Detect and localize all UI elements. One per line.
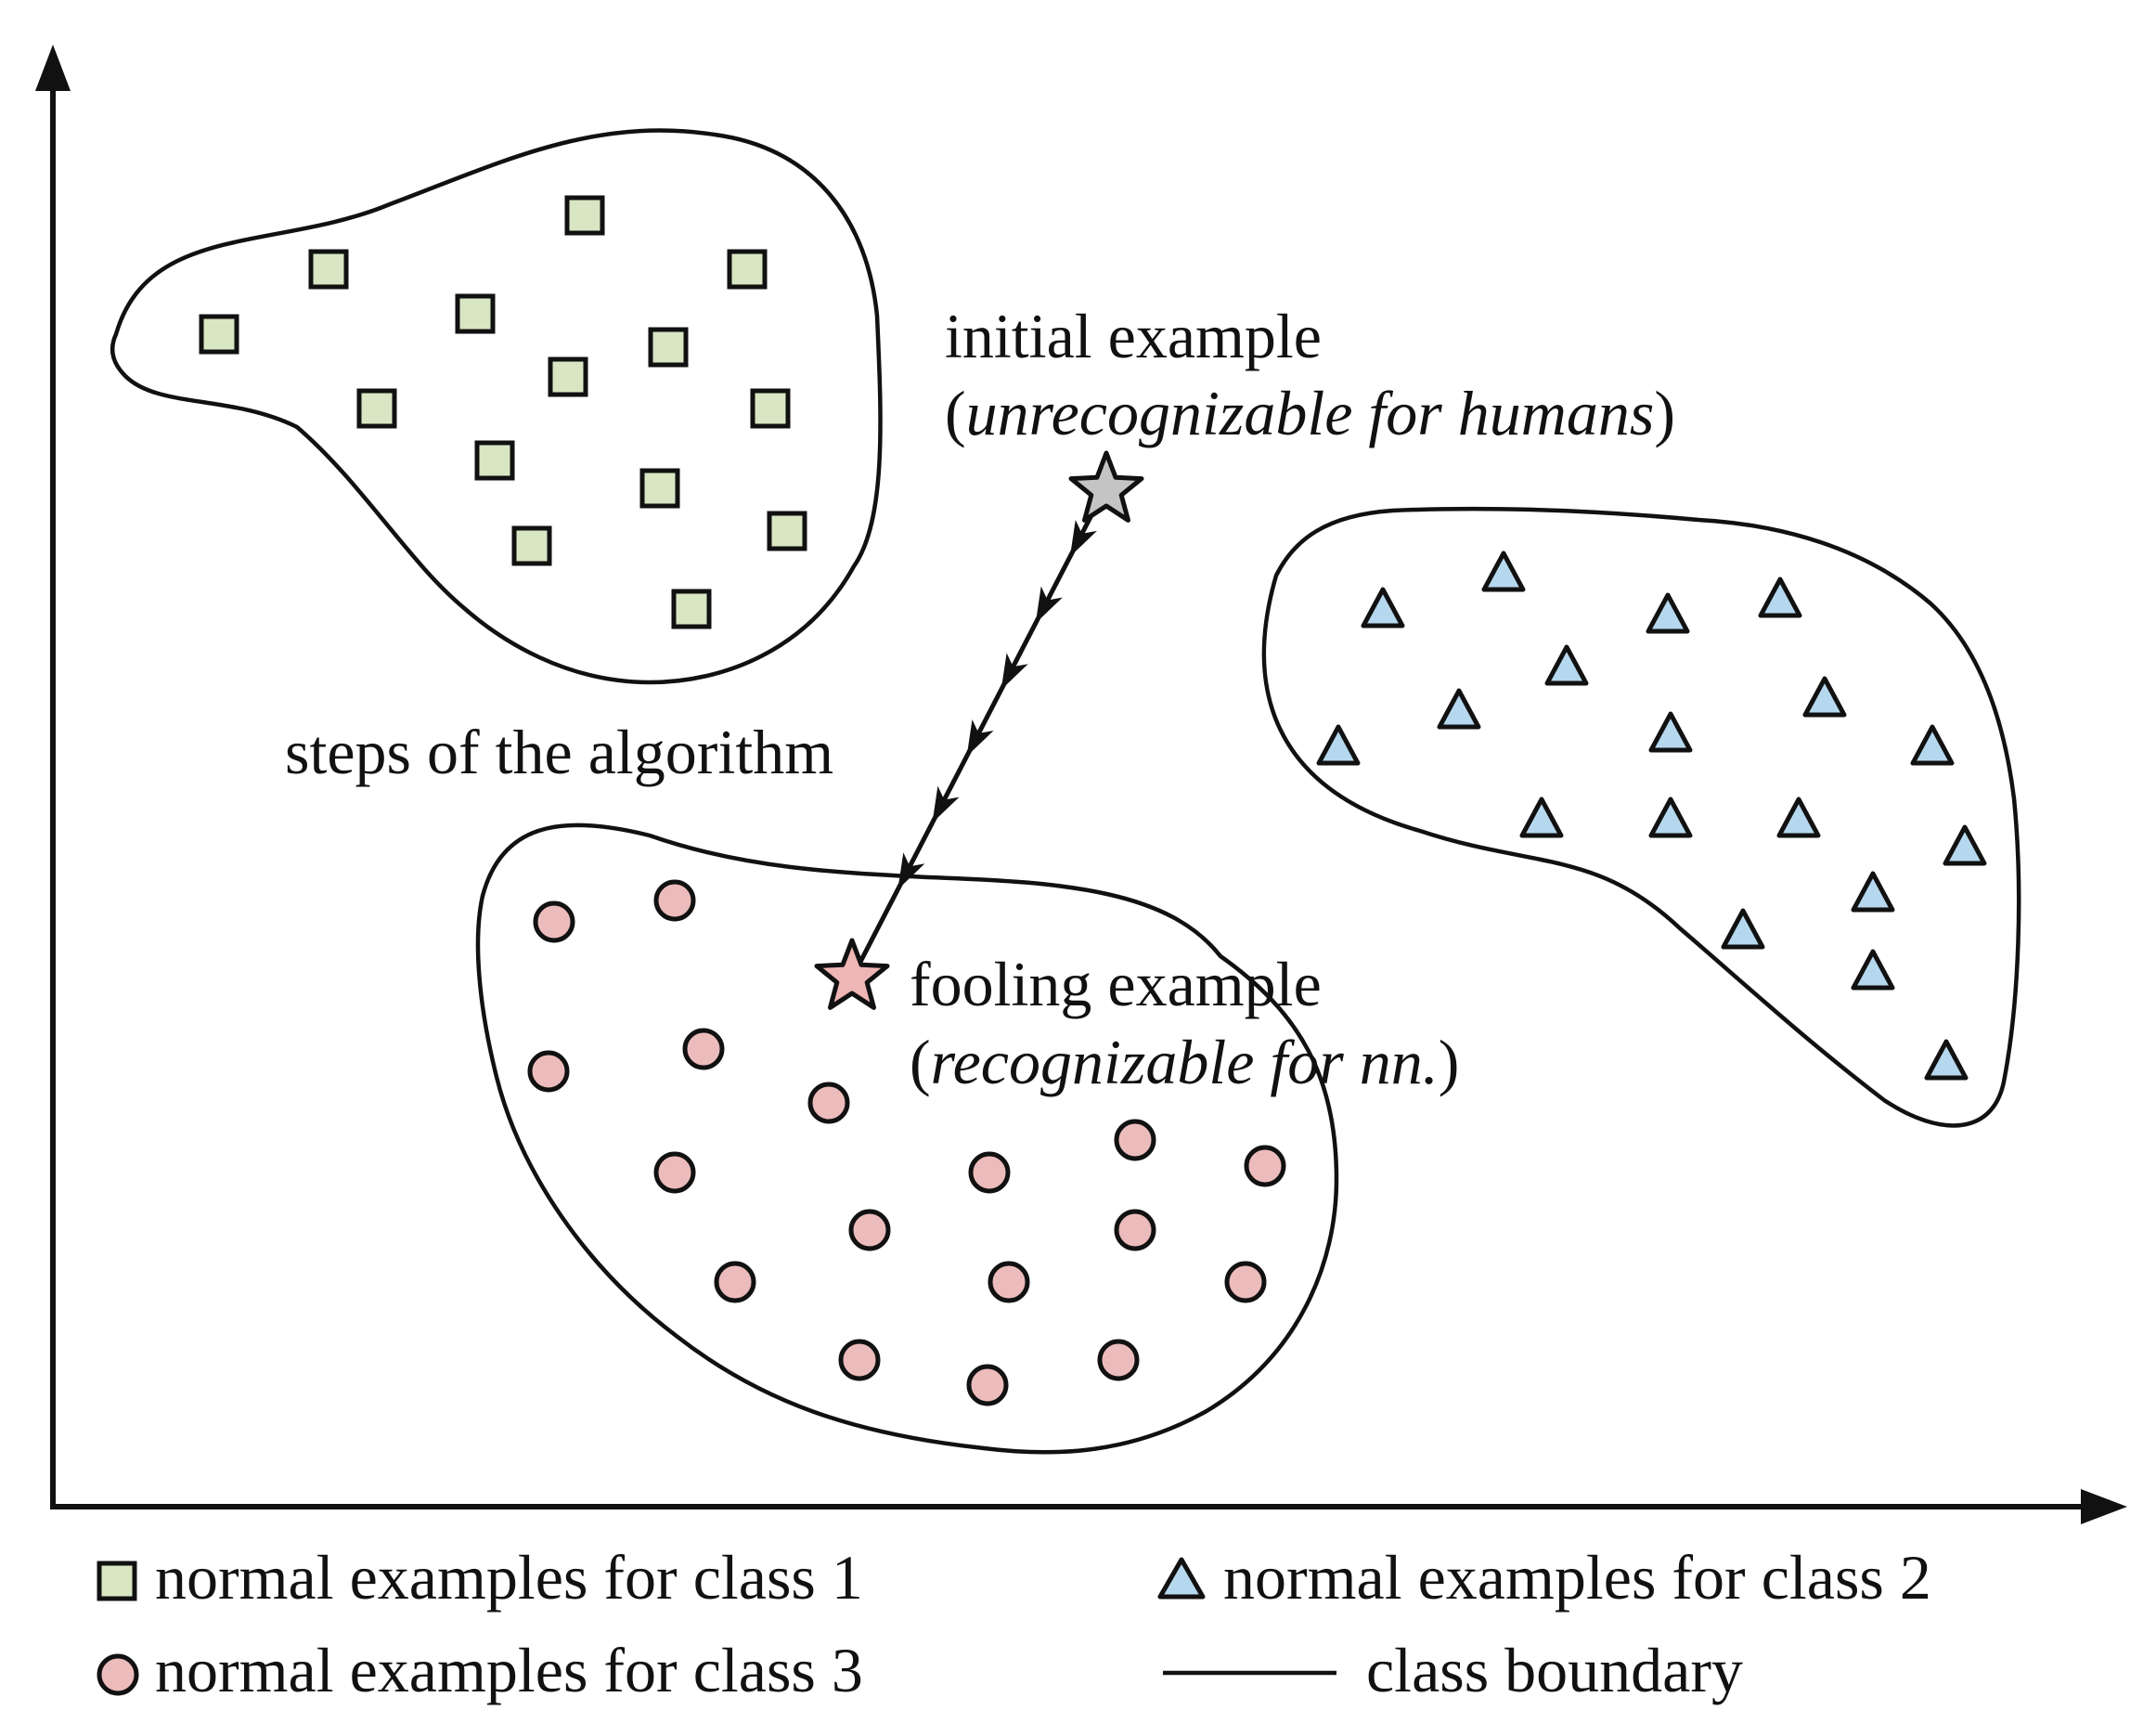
class-3-circle <box>527 1050 570 1093</box>
step-arrow-icon <box>1001 653 1028 691</box>
class-2-triangle <box>1648 711 1693 753</box>
class-2-points <box>1316 551 1987 1081</box>
class-2-triangle <box>1519 797 1564 838</box>
initial-example-sublabel: (unrecognizable for humans) <box>945 378 1675 448</box>
initial-italic: unrecognizable for humans <box>966 378 1655 448</box>
class-1-square <box>474 440 515 481</box>
legend-circle-icon <box>97 1653 139 1696</box>
class-3-circle <box>838 1339 881 1381</box>
class-2-triangle <box>1910 724 1955 766</box>
class-1-square <box>750 388 791 429</box>
step-arrow-icon <box>1035 586 1063 624</box>
class-1-square <box>767 511 807 551</box>
initial-example-label: initial example <box>945 301 1322 371</box>
class-1-square <box>308 249 349 290</box>
class-boundaries <box>110 128 2021 1455</box>
legend-class-1-label: normal examples for class 1 <box>155 1542 863 1613</box>
class-2-triangle <box>1361 587 1405 628</box>
algorithm-path <box>856 488 1107 967</box>
steps-label: steps of the algorithm <box>285 717 833 787</box>
class-2-triangle <box>1851 871 1895 913</box>
class-2-triangle <box>1648 797 1693 838</box>
class-2-triangle <box>1943 824 1987 866</box>
initial-example-star-icon <box>1068 450 1144 523</box>
legend-class-2-label: normal examples for class 2 <box>1223 1542 1931 1613</box>
class-1-square <box>548 356 588 397</box>
x-axis-arrowhead <box>2081 1489 2127 1524</box>
class-3-circle <box>653 879 696 922</box>
fooling-italic: recognizable for nn. <box>931 1027 1439 1097</box>
class-2-boundary <box>1261 506 2021 1128</box>
initial-paren-open: ( <box>945 378 966 448</box>
class-1-boundary <box>110 128 883 685</box>
class-3-circle <box>682 1028 725 1070</box>
class-3-circle <box>807 1082 850 1124</box>
class-3-circle <box>714 1261 756 1303</box>
class-1-square <box>356 388 397 429</box>
fooling-example-label: fooling example <box>910 949 1322 1019</box>
class-2-triangle <box>1721 908 1765 950</box>
class-1-square <box>639 468 680 509</box>
class-1-square <box>511 525 552 566</box>
class-3-boundary <box>475 823 1339 1455</box>
path-line <box>856 488 1107 967</box>
class-3-circle <box>968 1151 1011 1194</box>
class-3-circle <box>966 1364 1009 1406</box>
class-2-triangle <box>1802 676 1847 718</box>
class-1-square <box>564 195 605 236</box>
class-2-triangle <box>1758 577 1802 618</box>
step-arrow-icon <box>932 785 960 823</box>
class-1-square <box>671 589 712 629</box>
class-2-triangle <box>1481 551 1526 592</box>
legend-class-3-label: normal examples for class 3 <box>155 1635 863 1705</box>
fooling-paren-open: ( <box>910 1027 931 1097</box>
legend-triangle-icon <box>1157 1557 1206 1600</box>
fooling-paren-close: ) <box>1439 1027 1460 1097</box>
class-1-square <box>455 293 496 334</box>
fooling-example-star-icon <box>814 938 890 1010</box>
class-2-triangle <box>1924 1039 1969 1081</box>
class-1-square <box>648 327 689 368</box>
step-chevrons <box>897 519 1097 890</box>
class-3-circle <box>988 1261 1030 1303</box>
step-arrow-icon <box>897 852 925 890</box>
legend: normal examples for class 1 normal examp… <box>97 1542 1931 1705</box>
legend-square-icon <box>97 1561 137 1601</box>
step-arrow-icon <box>1069 519 1097 557</box>
class-2-triangle <box>1544 644 1589 686</box>
class-3-circle <box>1114 1119 1156 1161</box>
class-2-triangle <box>1851 949 1895 991</box>
class-3-circle <box>1244 1145 1286 1187</box>
class-1-square <box>199 314 239 355</box>
step-arrow-icon <box>966 719 994 757</box>
class-3-circle <box>848 1209 891 1251</box>
class-3-circle <box>1114 1209 1156 1251</box>
class-2-triangle <box>1776 797 1821 838</box>
class-3-circle <box>1097 1339 1140 1381</box>
initial-paren-close: ) <box>1654 378 1675 448</box>
axes <box>35 45 2127 1524</box>
legend-boundary-label: class boundary <box>1366 1635 1743 1705</box>
fooling-example-sublabel: (recognizable for nn.) <box>910 1027 1459 1097</box>
class-3-circle <box>653 1151 696 1194</box>
class-1-points <box>199 195 807 629</box>
class-2-triangle <box>1316 724 1361 766</box>
y-axis-arrowhead <box>35 45 71 91</box>
class-2-triangle <box>1437 688 1481 730</box>
class-3-circle <box>533 900 575 943</box>
class-3-points <box>527 879 1286 1406</box>
class-2-triangle <box>1646 592 1690 634</box>
class-1-square <box>727 249 768 290</box>
class-3-circle <box>1224 1261 1267 1303</box>
